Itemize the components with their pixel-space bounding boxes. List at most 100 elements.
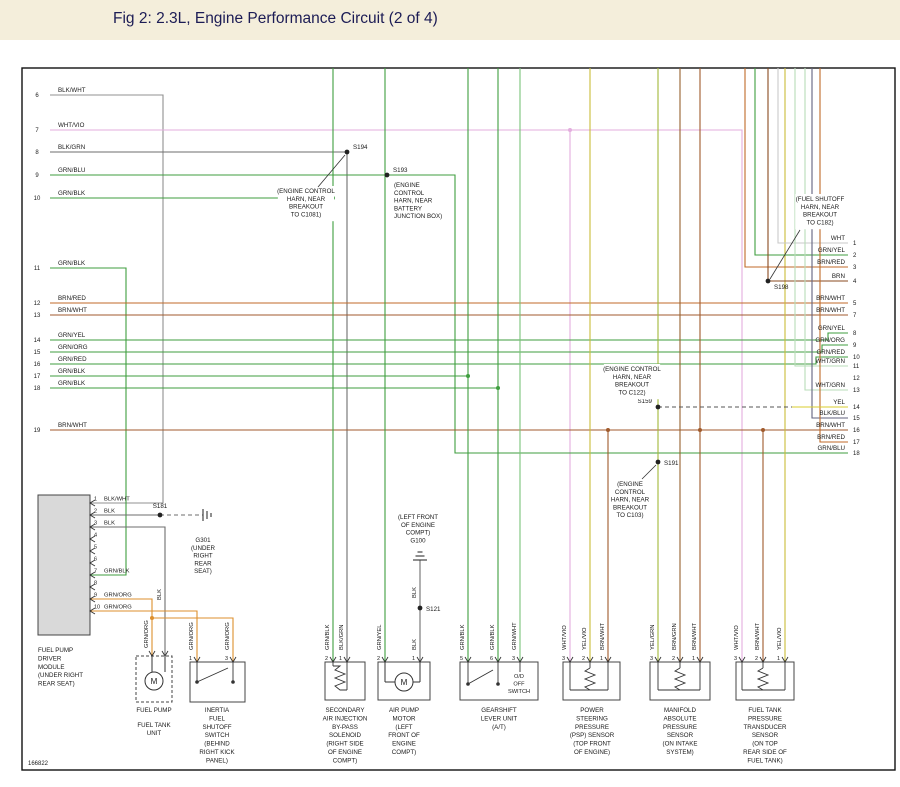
air-pump-motor-caption: AIR PUMP <box>389 707 419 714</box>
left-pin-number: 15 <box>34 350 41 356</box>
map-sensor-pin-number: 2 <box>672 656 675 662</box>
figure-number: 166822 <box>28 761 49 767</box>
secondary-air-bypass-solenoid-caption: BY-PASS <box>332 724 358 731</box>
splice-s191 <box>655 459 661 465</box>
wire-left7-whtvio <box>50 129 743 662</box>
s191-note-leader <box>641 464 657 480</box>
map-sensor-pin-number: 3 <box>650 656 653 662</box>
fuel-tank-unit-label: UNIT <box>147 730 162 737</box>
s193-note: BATTERY <box>394 205 422 212</box>
psp-sensor-caption: STEERING <box>576 715 608 722</box>
right-pin-label: YEL <box>833 399 845 406</box>
wire-color-label: BLK <box>412 639 418 650</box>
gearshift-lever-unit-inner-label: SWITCH <box>508 689 530 695</box>
wire-inertia-pin3-grnorg <box>152 617 234 662</box>
fuel-tank-pressure-sensor-caption: FUEL TANK <box>748 707 782 714</box>
left-pin-label: BLK/WHT <box>58 87 86 94</box>
splice-label-s193: S193 <box>393 167 408 174</box>
gearshift-lever-unit-caption: GEARSHIFT <box>481 707 517 714</box>
g301-note: RIGHT <box>193 553 212 560</box>
map-sensor-sensor-icon <box>673 667 687 691</box>
inertia-fuel-shutoff-switch-switch-icon <box>231 680 235 684</box>
g100-note: OF ENGINE <box>401 522 435 529</box>
fuel-tank-pressure-sensor-caption: TRANSDUCER <box>744 724 788 731</box>
fuel-pump-driver-module-pin-label: BLK <box>104 521 115 527</box>
right-pin-number: 1 <box>853 241 857 247</box>
junction-dot <box>150 616 154 620</box>
right-pin-number: 17 <box>853 440 860 446</box>
air-pump-motor-caption: MOTOR <box>393 715 416 722</box>
right-pin-number: 13 <box>853 388 860 394</box>
left-pin-label: BRN/WHT <box>58 307 87 314</box>
left-pin-number: 11 <box>34 266 41 272</box>
inertia-fuel-shutoff-switch <box>189 661 246 703</box>
air-pump-motor-caption: FRONT OF <box>388 732 420 739</box>
left-pin-number: 9 <box>35 173 39 179</box>
wire-left9-grnblu <box>50 174 848 454</box>
s198-note: TO C182) <box>806 219 833 226</box>
left-pin-label: GRN/YEL <box>58 332 86 339</box>
inertia-fuel-shutoff-switch-caption: FUEL <box>209 715 225 722</box>
left-pin-label: BRN/WHT <box>58 422 87 429</box>
right-pin-label: GRN/RED <box>816 349 845 356</box>
fuel-pump-driver-module-pin-label: BLK/WHT <box>104 497 130 503</box>
psp-sensor <box>562 661 621 701</box>
wire-left16-grnred <box>50 356 848 365</box>
annotation-bg <box>277 186 335 222</box>
gearshift-lever-unit-pin-number: 6 <box>490 656 493 662</box>
right-pin-label: BLK/BLU <box>820 410 845 417</box>
right-pin-number: 18 <box>853 451 860 457</box>
g301-note: (UNDER <box>191 545 216 552</box>
diagram-frame <box>21 67 896 771</box>
left-pin-number: 12 <box>34 301 41 307</box>
wire-left11-grnblk <box>50 267 127 576</box>
fuel-pump-driver-module-pin-number: 7 <box>94 569 97 575</box>
junction-dot <box>698 428 702 432</box>
left-pin-label: GRN/BLK <box>58 190 86 197</box>
left-pin-label: GRN/BLK <box>58 260 86 267</box>
fuel-pump-driver-module-pin <box>89 595 96 603</box>
fuel-tank-pressure-sensor <box>735 661 795 701</box>
right-pin-label: GRN/ORG <box>815 337 845 344</box>
inertia-fuel-shutoff-switch-caption: RIGHT KICK <box>199 749 235 756</box>
psp-sensor-pin-number: 1 <box>600 656 603 662</box>
wire-color-label: GRN/BLK <box>460 624 466 650</box>
map-sensor-caption: ABSOLUTE <box>663 715 696 722</box>
gearshift-lever-unit-inner-label: OFF <box>513 681 525 687</box>
right-pin-number: 10 <box>853 355 860 361</box>
secondary-air-bypass-solenoid-caption: OF ENGINE <box>328 749 362 756</box>
right-pin-number: 7 <box>853 313 857 319</box>
junction-dot <box>466 374 470 378</box>
gearshift-lever-unit-switch-icon <box>496 682 500 686</box>
right-pin-number: 11 <box>853 364 860 370</box>
psp-sensor-sensor-icon <box>583 667 597 691</box>
fuel-tank-pressure-sensor-caption: REAR SIDE OF <box>743 749 787 756</box>
fuel-pump-driver-module-caption: FUEL PUMP <box>38 647 73 654</box>
junction-dot <box>761 428 765 432</box>
annotation-bg <box>795 194 845 230</box>
fuel-pump-driver-module-pin <box>89 559 96 567</box>
fuel-pump-driver-module-pin <box>89 523 96 531</box>
fuel-pump-driver-module-pin-number: 6 <box>94 557 97 563</box>
air-pump-motor-pin-number: 2 <box>377 656 380 662</box>
right-pin-label: WHT/GRN <box>815 382 845 389</box>
inertia-fuel-shutoff-switch-caption: INERTIA <box>205 707 230 714</box>
map-sensor-caption: (ON INTAKE <box>663 741 698 748</box>
splice-s193 <box>384 172 390 178</box>
wire-right15-blkblu <box>811 68 848 419</box>
map-sensor-caption: SYSTEM) <box>666 749 694 756</box>
figure-title: Fig 2: 2.3L, Engine Performance Circuit … <box>113 10 438 27</box>
s159-note: HARN, NEAR <box>613 374 652 381</box>
splice-label-s194: S194 <box>353 144 368 151</box>
fuel-pump-driver-module-pin-number: 10 <box>94 605 100 611</box>
wire-left15-grnorg <box>50 344 848 353</box>
right-pin-label: BRN/RED <box>817 259 845 266</box>
fuel-pump-driver-module-pin-number: 3 <box>94 521 97 527</box>
splice-label-s159: S159 <box>638 398 653 405</box>
fuel-tank-pressure-sensor-caption: (ON TOP <box>752 741 778 748</box>
map-sensor-pin-number: 1 <box>692 656 695 662</box>
annotation-bg <box>610 479 650 522</box>
wire-color-label: BRN/WHT <box>755 622 761 650</box>
wire-right2-grnyel <box>754 68 848 256</box>
